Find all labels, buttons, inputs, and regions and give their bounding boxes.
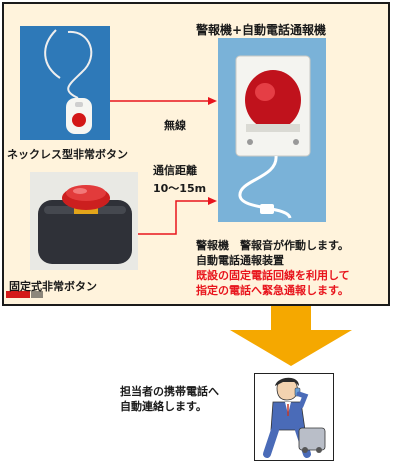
desc-line-4: 指定の電話へ緊急通報します。: [196, 284, 349, 297]
staff-illustration: [254, 373, 334, 461]
contact-line-2: 自動連絡します。: [120, 400, 207, 413]
fixed-button-photo: [30, 172, 138, 270]
wireless-connector-arrowhead: [208, 97, 217, 105]
range-connector: [138, 200, 210, 235]
contact-line-1: 担当者の携帯電話へ: [120, 385, 219, 398]
alarm-unit-photo: [218, 38, 326, 222]
range-label: 通信距離: [153, 164, 197, 177]
necklace-button-photo: [20, 26, 110, 140]
range-value: 10～15m: [153, 182, 207, 195]
necklace-label: ネックレス型非常ボタン: [7, 148, 128, 161]
desc-line-2: 自動電話通報装置: [196, 254, 284, 267]
desc-line-1: 警報機 警報音が作動します。: [196, 239, 349, 252]
desc-line-3: 既設の固定電話回線を利用して: [196, 269, 350, 282]
logo-badge: [6, 291, 30, 298]
range-connector-arrowhead: [208, 197, 217, 205]
down-arrow: [230, 306, 352, 366]
wireless-label: 無線: [164, 119, 186, 132]
fixed-button-label: 固定式非常ボタン: [9, 280, 97, 293]
logo-badge-text: [31, 291, 43, 298]
alarm-title: 警報機+自動電話通報機: [196, 23, 327, 37]
